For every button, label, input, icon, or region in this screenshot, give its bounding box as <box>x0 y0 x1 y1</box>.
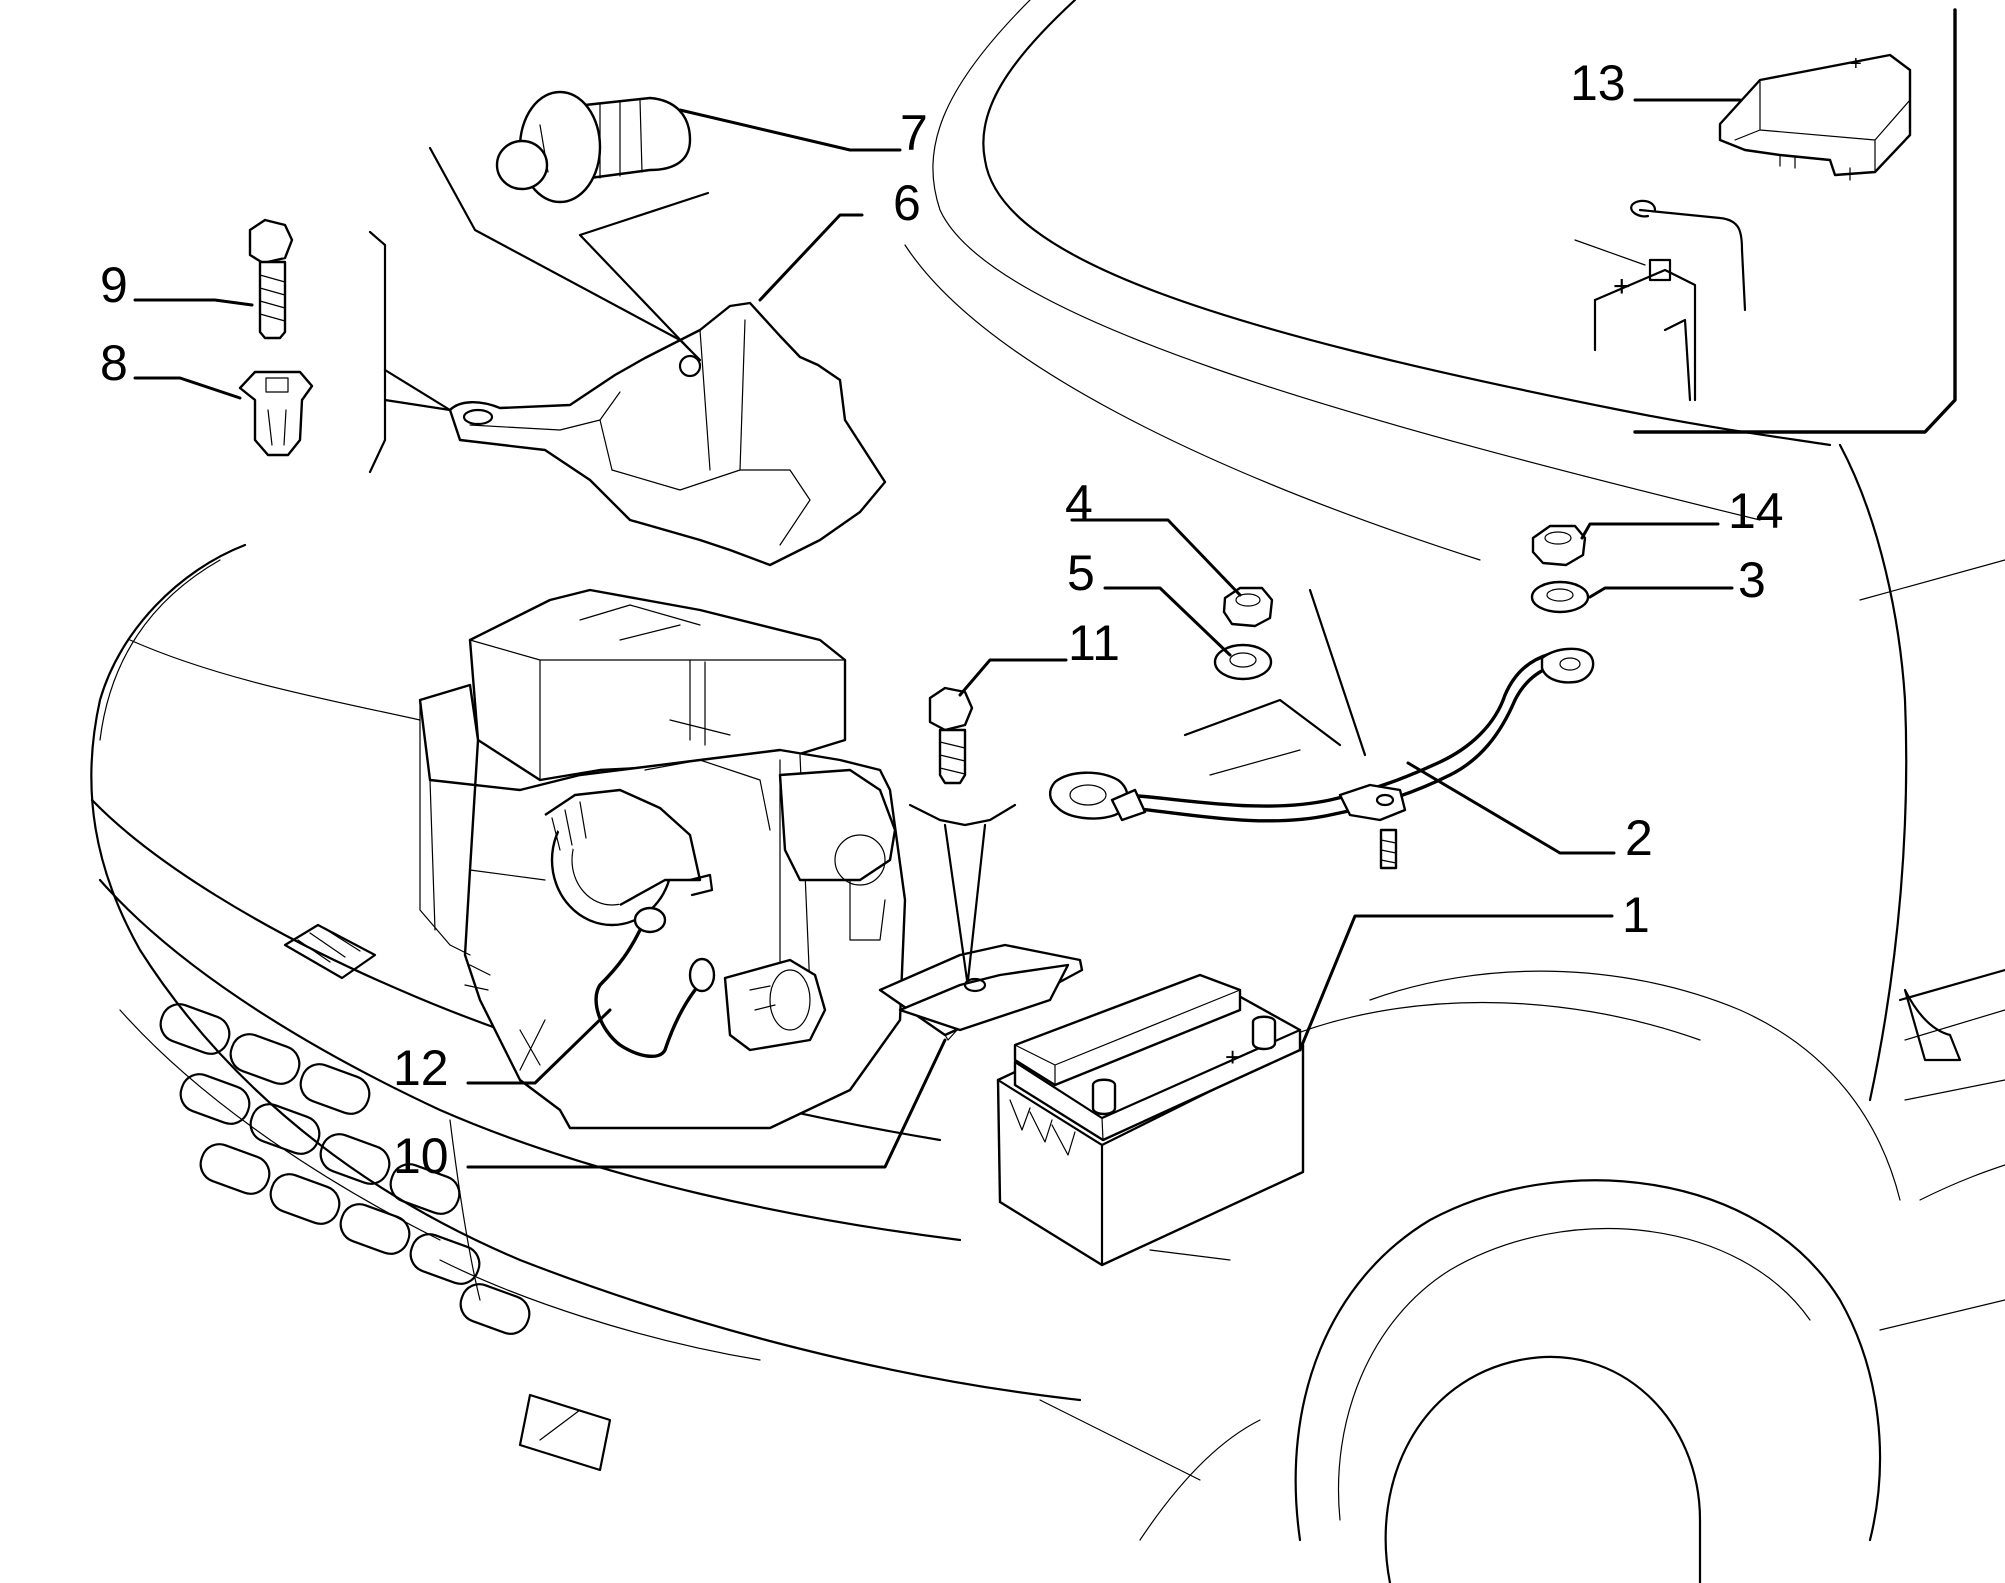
car-body-outline <box>90 0 2005 1583</box>
callout-11: 11 <box>1068 615 1120 671</box>
callout-6: 6 <box>893 175 921 231</box>
nut-14 <box>1531 524 1587 567</box>
callout-9: 9 <box>100 257 128 313</box>
bolt-9 <box>248 218 294 340</box>
callout-2: 2 <box>1625 810 1653 866</box>
callout-4: 4 <box>1065 475 1093 531</box>
callout-14: 14 <box>1728 483 1784 539</box>
hold-down-clamp-10 <box>878 943 1084 1041</box>
battery-cable-2 <box>1048 647 1595 870</box>
engine-assembly <box>418 588 907 1130</box>
nut-4 <box>1222 586 1274 628</box>
callout-labels: 1 2 3 4 5 6 7 8 9 10 11 12 13 14 <box>100 55 1784 1184</box>
assembly-guide-lines <box>368 146 1367 982</box>
callout-8: 8 <box>100 335 128 391</box>
bolt-11 <box>928 686 974 785</box>
inset-detail-frame: + <box>1574 8 1957 434</box>
callout-10: 10 <box>393 1128 449 1184</box>
grille-slats <box>159 1003 531 1335</box>
terminal-cover: + <box>1718 53 1912 181</box>
logo-badge <box>283 923 377 980</box>
cover-plus-mark: + <box>1850 53 1862 75</box>
mounting-tray <box>448 301 887 567</box>
callout-3: 3 <box>1738 552 1766 608</box>
washer-3 <box>1530 580 1590 614</box>
callout-5: 5 <box>1067 545 1095 601</box>
callout-7: 7 <box>900 105 928 161</box>
callout-leaders <box>133 98 1742 1169</box>
callout-13: 13 <box>1570 55 1626 111</box>
inset-plus-mark: + <box>1613 270 1631 303</box>
callout-12: 12 <box>393 1040 449 1096</box>
battery-plus-mark: + <box>1225 1042 1240 1072</box>
push-pin-fastener <box>495 90 692 204</box>
clip-nut-8 <box>238 370 314 457</box>
earth-cable-12 <box>594 906 716 1058</box>
battery-1: + <box>996 973 1305 1267</box>
callout-1: 1 <box>1622 887 1650 943</box>
